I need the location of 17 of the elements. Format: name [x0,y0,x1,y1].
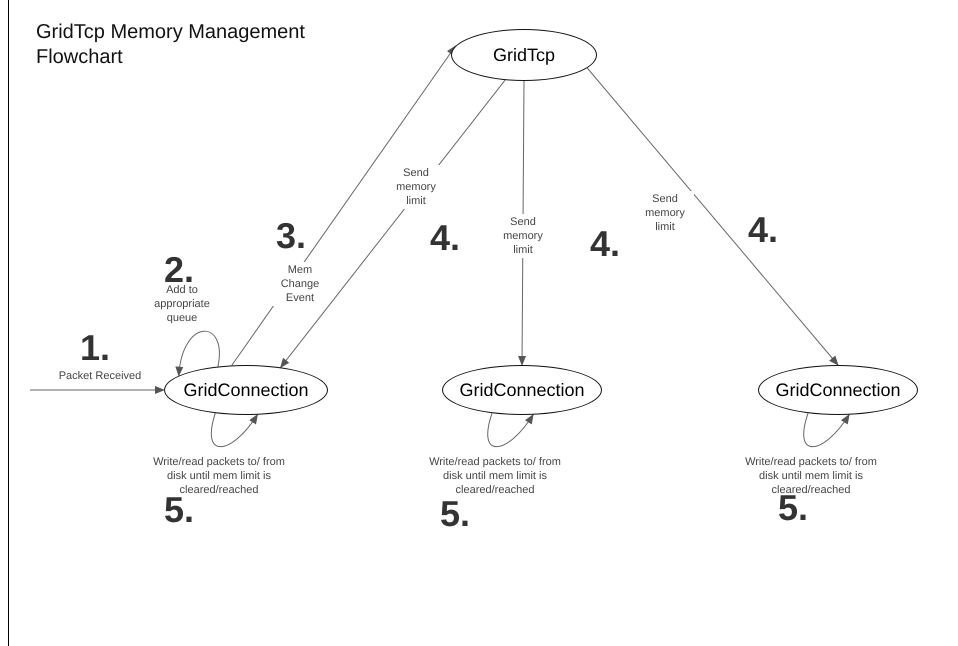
step-number: 4. [430,220,460,256]
state-ellipse: GridConnection [164,365,328,415]
arrow [586,68,839,366]
arrow [487,412,534,448]
state-ellipse: GridConnection [442,365,602,415]
step-number: 3. [276,218,306,254]
arrow [210,412,258,448]
step-number: 5. [440,496,470,532]
state-ellipse: GridTcp [451,29,597,81]
diagram-title: GridTcp Memory Management Flowchart [36,20,306,70]
step-number: 1. [80,330,110,366]
state-ellipse: GridConnection [758,365,918,415]
arrow [176,330,220,377]
step-number: 4. [590,226,620,262]
arrow [30,386,165,394]
arrow [803,412,850,448]
step-number: 4. [748,212,778,248]
